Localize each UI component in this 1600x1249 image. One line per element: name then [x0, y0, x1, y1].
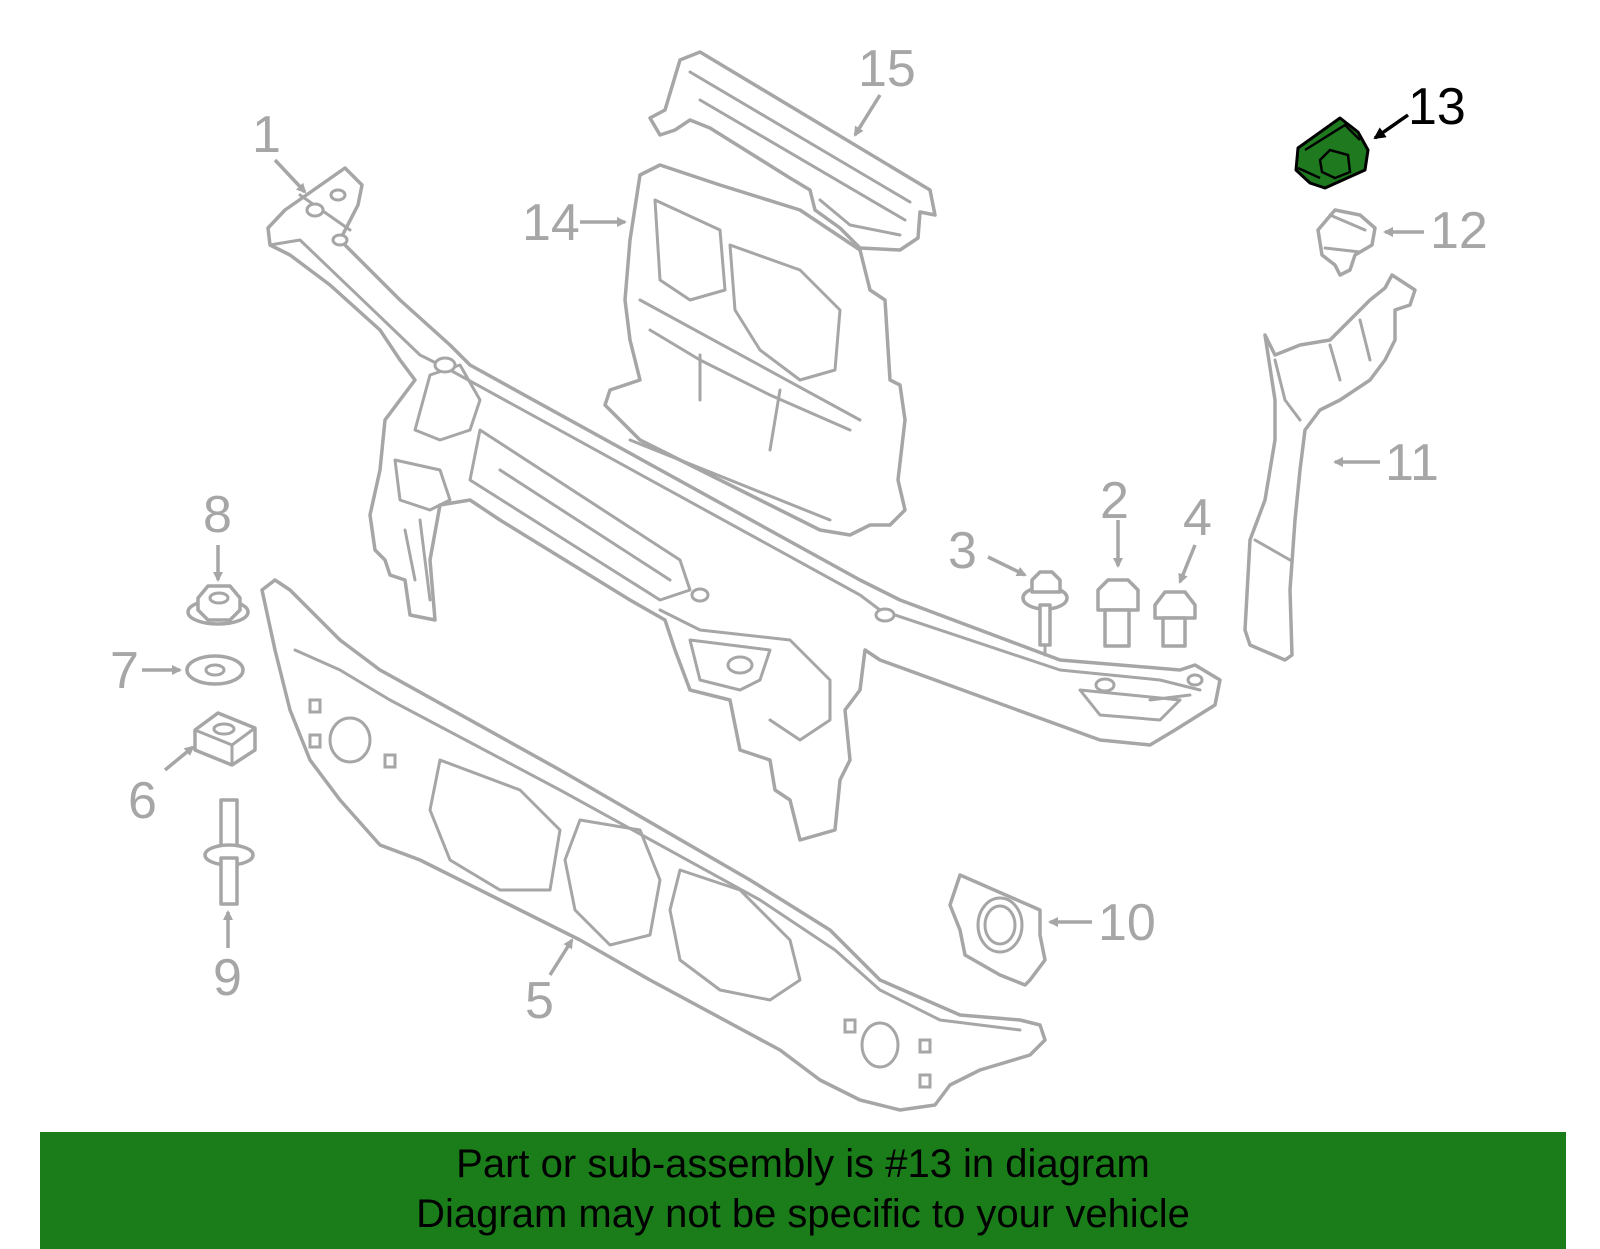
callout-4: 4 — [1183, 489, 1212, 547]
part-10-bracket — [948, 873, 1047, 987]
part-7-washer — [185, 654, 245, 686]
callout-13-highlighted: 13 — [1408, 78, 1466, 136]
part-11-side-air-guide — [1243, 273, 1417, 662]
callout-7: 7 — [110, 642, 139, 700]
leader-lines — [142, 94, 1424, 976]
callout-5: 5 — [525, 972, 554, 1030]
callout-12: 12 — [1430, 202, 1488, 260]
callout-8: 8 — [203, 486, 232, 544]
callout-3: 3 — [948, 522, 977, 580]
part-1-upper-carrier — [266, 166, 1222, 842]
part-5-front-panel — [260, 578, 1047, 1112]
info-banner: Part or sub-assembly is #13 in diagram D… — [40, 1132, 1566, 1249]
part-12-clip — [1316, 208, 1377, 277]
banner-line-part: Part or sub-assembly is #13 in diagram — [456, 1142, 1150, 1186]
part-9-stud — [203, 798, 255, 906]
part-13-mount-highlighted — [1294, 116, 1370, 190]
callout-1: 1 — [252, 106, 281, 164]
part-2-hex-bolt — [1096, 578, 1140, 648]
callout-2: 2 — [1100, 472, 1129, 530]
callout-9: 9 — [213, 949, 242, 1007]
part-8-flange-nut — [186, 584, 250, 626]
callout-14: 14 — [522, 194, 580, 252]
part-3-bolt — [1021, 570, 1069, 657]
callout-6: 6 — [128, 772, 157, 830]
callout-11: 11 — [1385, 434, 1439, 492]
callout-15: 15 — [858, 40, 916, 98]
callout-10: 10 — [1098, 894, 1156, 952]
part-6-square-nut — [193, 711, 257, 767]
banner-line-disclaimer: Diagram may not be specific to your vehi… — [416, 1192, 1190, 1236]
callout-labels: 1 2 3 4 5 6 7 8 9 10 11 12 13 14 15 — [110, 40, 1488, 1030]
part-14-shroud — [603, 163, 907, 537]
part-15-air-duct — [648, 50, 937, 252]
part-4-short-bolt — [1153, 590, 1197, 648]
